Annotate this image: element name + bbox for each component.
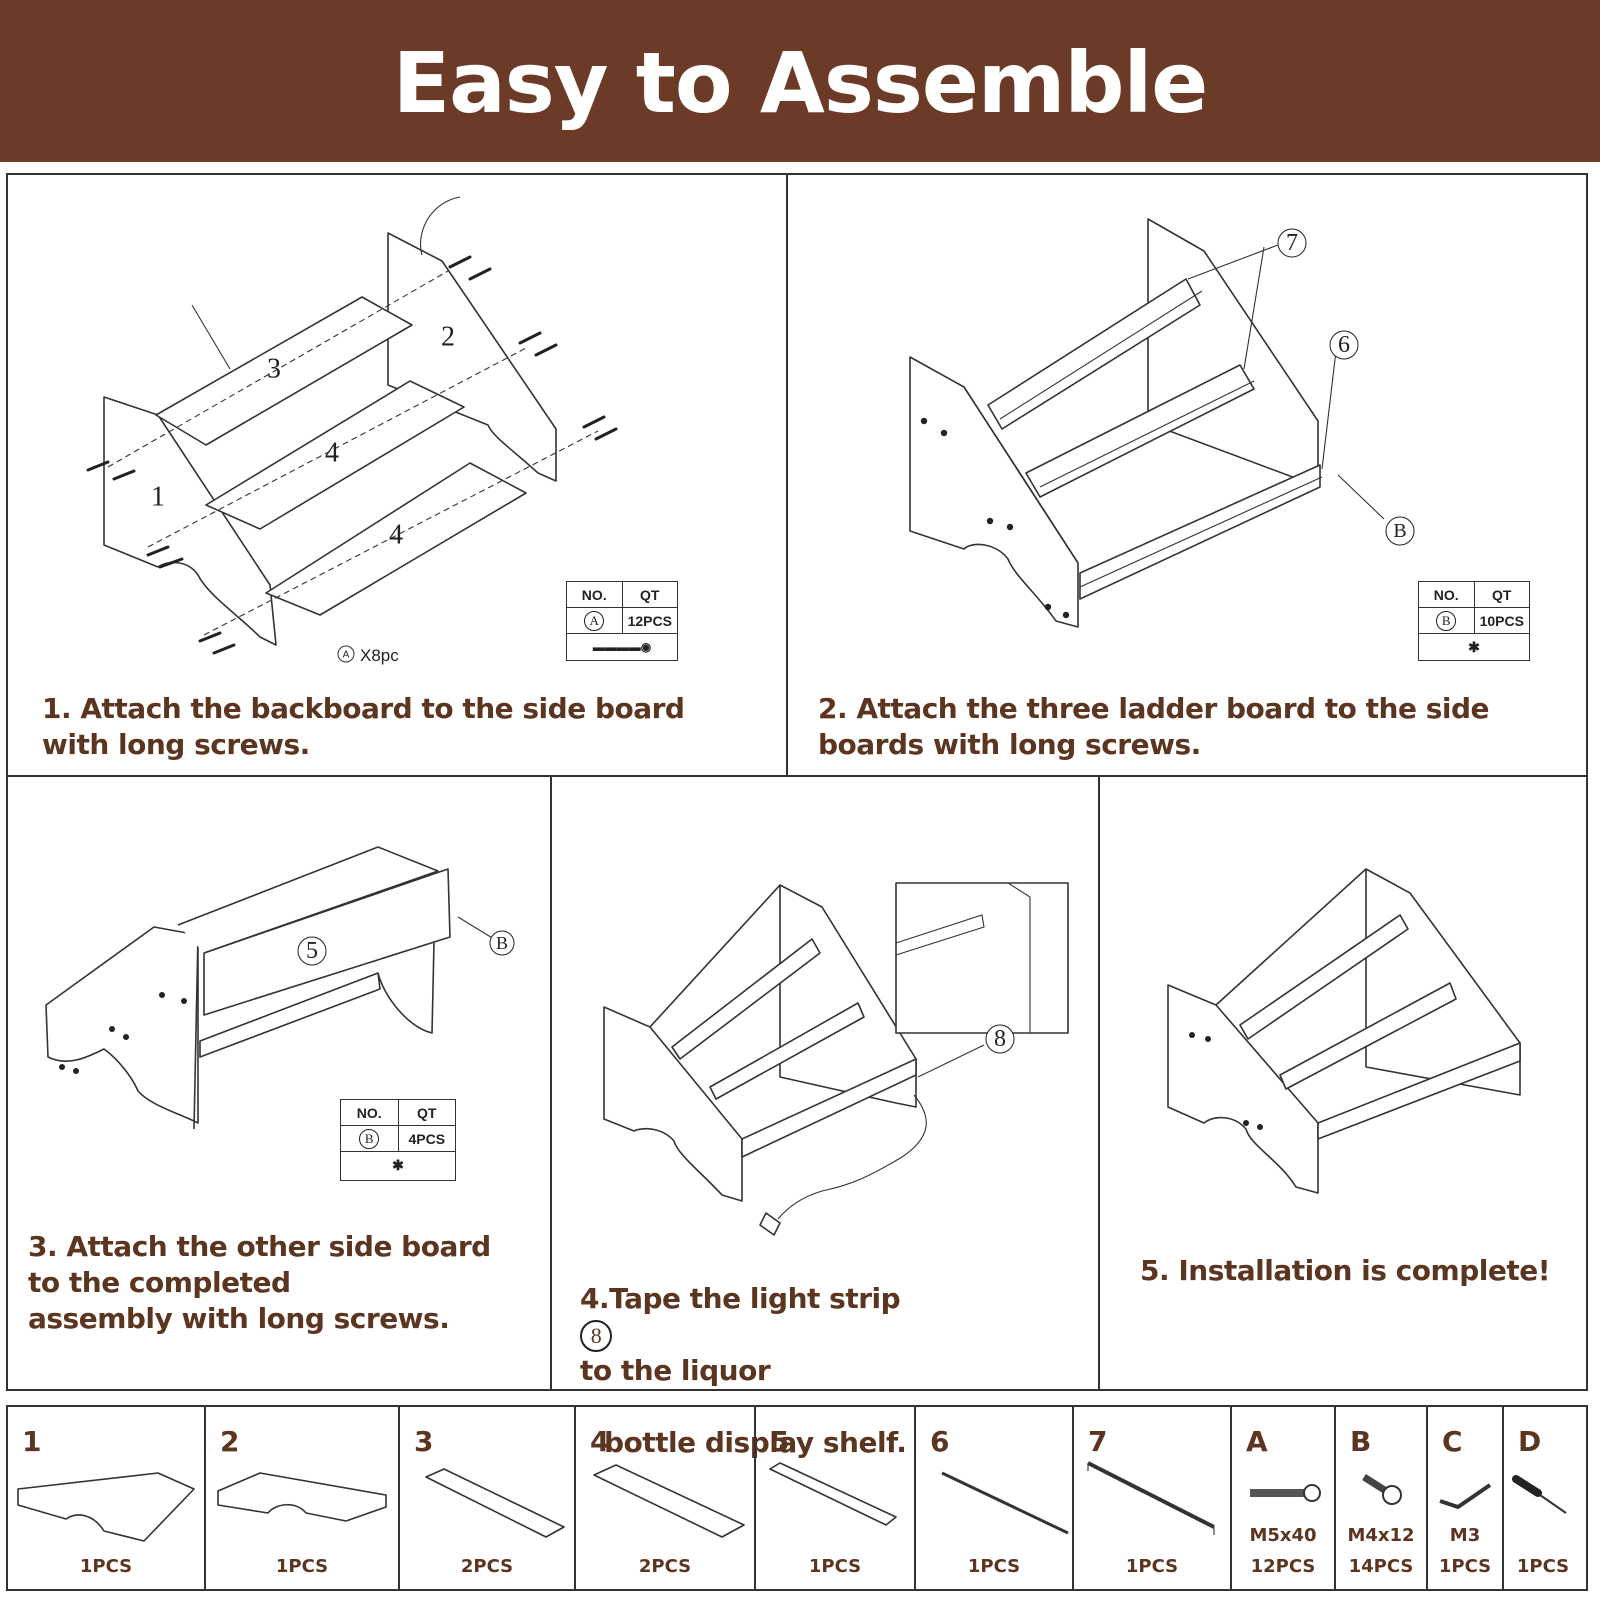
part-label-b: B: [496, 933, 508, 953]
table-part-circle: B: [1436, 610, 1457, 631]
header-banner: Easy to Assemble: [0, 0, 1600, 162]
long-screw-icon: [1250, 1484, 1321, 1502]
screwdriver-icon: [1512, 1475, 1567, 1514]
long-screw-icon: ▬▬▬▬◉: [592, 640, 652, 654]
part-label-2: 2: [441, 322, 455, 353]
part-label-4a: 4: [325, 438, 339, 469]
table-part-circle: B: [359, 1128, 380, 1149]
step-3-diagram: 5 B: [45, 846, 515, 1130]
part-6: 6 1PCS: [916, 1407, 1074, 1589]
step-3-text: 3. Attach the other side board to the co…: [28, 1230, 491, 1335]
part-1: 1 1PCS: [8, 1407, 206, 1589]
rod-icon: [941, 1471, 1069, 1535]
side-board-icon: [217, 1472, 387, 1522]
step-4-panel: 8 4.Tape the light strip 8 to the liquor…: [550, 775, 1100, 1459]
ladder-board-icon: [593, 1464, 745, 1538]
step-1-text: 1. Attach the backboard to the side boar…: [42, 692, 685, 761]
part-label-1: 1: [151, 482, 165, 513]
rail-icon: [1087, 1461, 1215, 1535]
side-board-icon: [17, 1472, 195, 1542]
part-a: A M5x40 12PCS: [1232, 1407, 1336, 1589]
part-b: B M4x12 14PCS: [1336, 1407, 1428, 1589]
part-label-8: 8: [994, 1026, 1006, 1052]
short-screw-icon: ✱: [392, 1156, 404, 1173]
part-c: C M3 1PCS: [1428, 1407, 1504, 1589]
part-label-5: 5: [306, 938, 318, 964]
step-5-panel: 5. Installation is complete!: [1098, 775, 1588, 1391]
step-2-text: 2. Attach the three ladder board to the …: [818, 692, 1490, 761]
back-panel-icon: [769, 1462, 897, 1526]
part-label-b: B: [1393, 520, 1406, 542]
part-3: 3 2PCS: [400, 1407, 576, 1589]
part-label-7: 7: [1286, 230, 1298, 256]
step-1-diagram: 1 2 3 4 4 A X8pc: [86, 196, 618, 665]
ladder-board-icon: [425, 1468, 565, 1538]
part-label-6: 6: [1338, 332, 1350, 358]
hex-key-icon: [1439, 1483, 1492, 1509]
short-screw-icon: [1362, 1474, 1402, 1505]
parts-list: 1 1PCS 2 1PCS 3 2PCS 4 2PCS 5 1PCS 6 1PC…: [6, 1405, 1588, 1591]
part-2: 2 1PCS: [206, 1407, 400, 1589]
light-strip-label: 8: [580, 1320, 612, 1352]
step-2-diagram: 7 6 B: [909, 218, 1415, 628]
part-5: 5 1PCS: [756, 1407, 916, 1589]
callout-part-a: A: [343, 650, 350, 661]
part-label-3: 3: [267, 354, 281, 385]
part-4: 4 2PCS: [576, 1407, 756, 1589]
page-title: Easy to Assemble: [392, 34, 1209, 132]
part-label-4b: 4: [389, 520, 403, 551]
table-part-circle: A: [584, 610, 605, 631]
step-5-diagram: [1167, 868, 1521, 1194]
part-d: D 1PCS: [1504, 1407, 1582, 1589]
step-5-text: 5. Installation is complete!: [1140, 1254, 1550, 1287]
part-7: 7 1PCS: [1074, 1407, 1232, 1589]
step-4-text: 4.Tape the light strip 8 to the liquor b…: [580, 1282, 907, 1459]
callout-count: X8pc: [360, 646, 399, 665]
step-4-diagram: 8: [603, 882, 1069, 1236]
short-screw-icon: ✱: [1468, 638, 1480, 655]
